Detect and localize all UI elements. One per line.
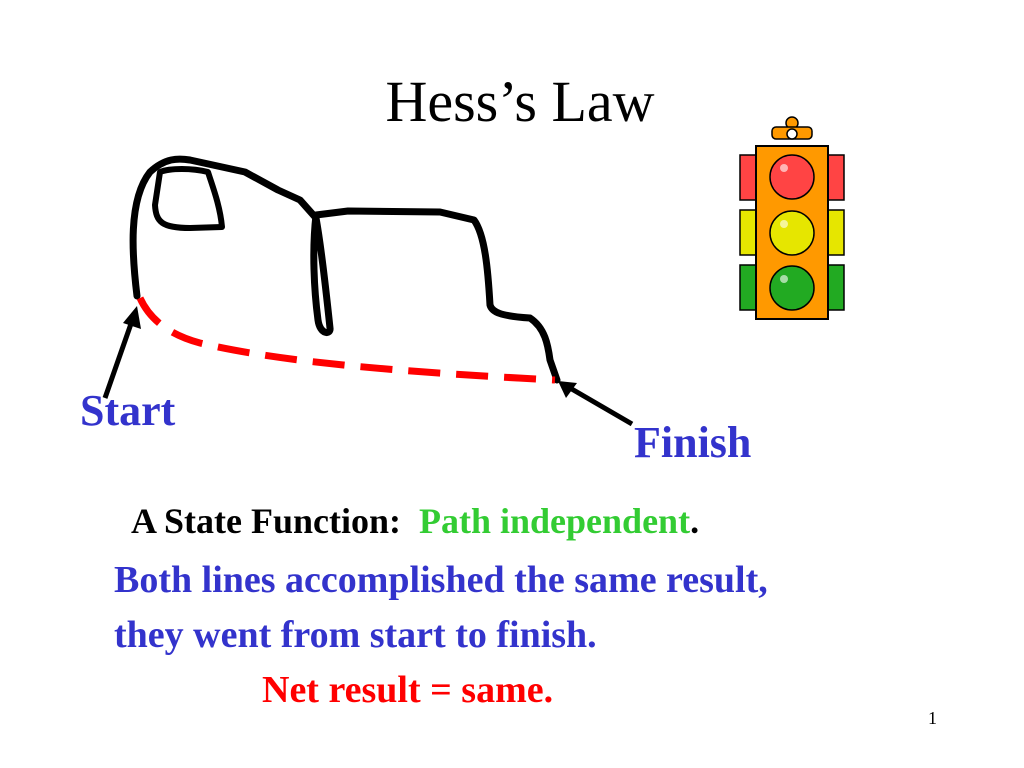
state-function-value: Path independent <box>419 501 691 541</box>
net-result: Net result = same. <box>262 669 554 711</box>
start-label: Start <box>80 386 176 435</box>
start-arrow <box>102 306 141 399</box>
finish-arrow <box>558 381 634 427</box>
explanation-line-2: they went from start to finish. <box>114 614 597 656</box>
explanation-line-1: Both lines accomplished the same result, <box>114 559 768 601</box>
state-function-line: A State Function: Path independent. <box>131 500 699 542</box>
finish-label: Finish <box>634 418 752 467</box>
page-number: 1 <box>928 708 937 728</box>
path-loop <box>152 166 225 231</box>
state-function-label: A State Function: <box>131 501 401 541</box>
traffic-light-icon <box>739 116 845 320</box>
state-function-period: . <box>690 501 700 541</box>
slide-title: Hess’s Law <box>385 69 655 134</box>
winding-path <box>129 155 561 384</box>
